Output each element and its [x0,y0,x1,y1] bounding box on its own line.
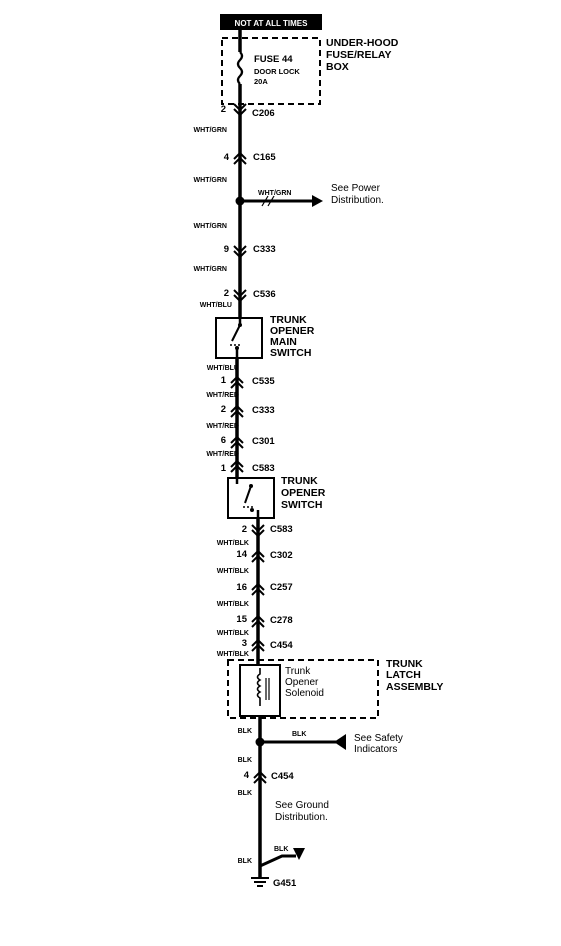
fuse-box-label-3: BOX [326,61,349,73]
wire-label: WHT/GRN [194,223,227,230]
safety-note-2: Indicators [354,744,397,755]
connector-c535: C535 [252,376,275,387]
main-switch-label-3: MAIN [270,336,297,348]
wire-label: BLK [238,858,252,865]
solenoid-label-2: Opener [285,677,319,688]
connector-c257: C257 [270,582,293,593]
pin-c333-b: 2 [221,404,226,415]
wire-label: BLK [238,757,252,764]
switch-icon [230,318,242,358]
ground-branch-wire: BLK [274,846,288,853]
wire-label: WHT/RED [206,451,239,458]
opener-switch-label-2: OPENER [281,487,326,499]
pin-c583-b: 2 [242,524,247,535]
wire-label: WHT/BLK [217,568,249,575]
solenoid-label-1: Trunk [285,666,311,677]
main-switch-label-4: SWITCH [270,347,311,359]
pin-c583-a: 1 [221,463,227,474]
connector-c454-a: C454 [270,640,293,651]
connector-c583-a: C583 [252,463,275,474]
connector-c454-b: C454 [271,771,294,782]
connector-c301: C301 [252,436,275,447]
wire-label: WHT/GRN [194,127,227,134]
wire-label: WHT/GRN [194,177,227,184]
pin-c333-a: 9 [224,244,229,255]
solenoid-coil-icon [256,668,262,706]
latch-label-1: TRUNK [386,658,423,670]
connector-c206: C206 [252,108,275,119]
power-note-1: See Power [331,183,381,194]
wire-label: WHT/BLK [217,651,249,658]
power-note-2: Distribution. [331,195,384,206]
power-branch-wire: WHT/GRN [258,190,291,197]
ground-label: G451 [273,878,297,889]
pin-c278: 15 [236,614,247,625]
connector-c302: C302 [270,550,293,561]
pin-c257: 16 [236,582,247,593]
safety-branch-wire: BLK [292,731,306,738]
pin-c535: 1 [221,375,227,386]
fuse-icon [236,51,244,85]
main-switch-label-2: OPENER [270,325,315,337]
fuse-box-label-1: UNDER-HOOD [326,37,399,49]
ground-icon [251,877,269,887]
connector-c333-b: C333 [252,405,275,416]
wire-label: WHT/BLU [207,365,239,372]
main-switch-label-1: TRUNK [270,314,307,326]
pin-c536: 2 [224,288,229,299]
connector-c333-a: C333 [253,244,276,255]
fuse-name: FUSE 44 [254,54,293,65]
wire-label: BLK [238,790,252,797]
latch-label-3: ASSEMBLY [386,681,443,693]
wire-label: WHT/BLK [217,630,249,637]
latch-assembly-outline [227,659,379,719]
wire-label: BLK [238,728,252,735]
connector-marks [230,103,267,784]
pin-c165: 4 [224,152,230,163]
wire-label: WHT/RED [206,423,239,430]
fuse-box-outline [221,37,321,105]
fuse-sub2: 20A [254,77,268,86]
connector-c165: C165 [253,152,276,163]
pin-c302: 14 [236,549,247,560]
connector-c583-b: C583 [270,524,293,535]
pin-c206: 2 [221,104,226,115]
ground-note-2: Distribution. [275,812,328,823]
solenoid-label-3: Solenoid [285,688,324,699]
header-banner-text: NOT AT ALL TIMES [235,19,309,28]
wire-label: WHT/GRN [194,266,227,273]
connector-c278: C278 [270,615,293,626]
arrow-right-icon [312,195,323,207]
arrow-left-icon [334,734,346,750]
header-banner [220,14,322,30]
switch-icon [235,478,260,518]
pin-c454-a: 3 [242,638,247,649]
pin-c454-b: 4 [244,770,250,781]
latch-label-2: LATCH [386,669,421,681]
ground-note-1: See Ground [275,800,329,811]
safety-note-1: See Safety [354,733,403,744]
opener-switch-label-3: SWITCH [281,499,322,511]
fuse-box-label-2: FUSE/RELAY [326,49,392,61]
opener-switch-label-1: TRUNK [281,475,318,487]
connector-c536: C536 [253,289,276,300]
wire-label: WHT/BLK [217,601,249,608]
fuse-sub1: DOOR LOCK [254,67,300,76]
branch-arrow-icon [293,848,305,860]
wire-label: WHT/BLU [200,302,232,309]
pin-c301: 6 [221,435,226,446]
wire-label: WHT/BLK [217,540,249,547]
wire-label: WHT/RED [206,392,239,399]
